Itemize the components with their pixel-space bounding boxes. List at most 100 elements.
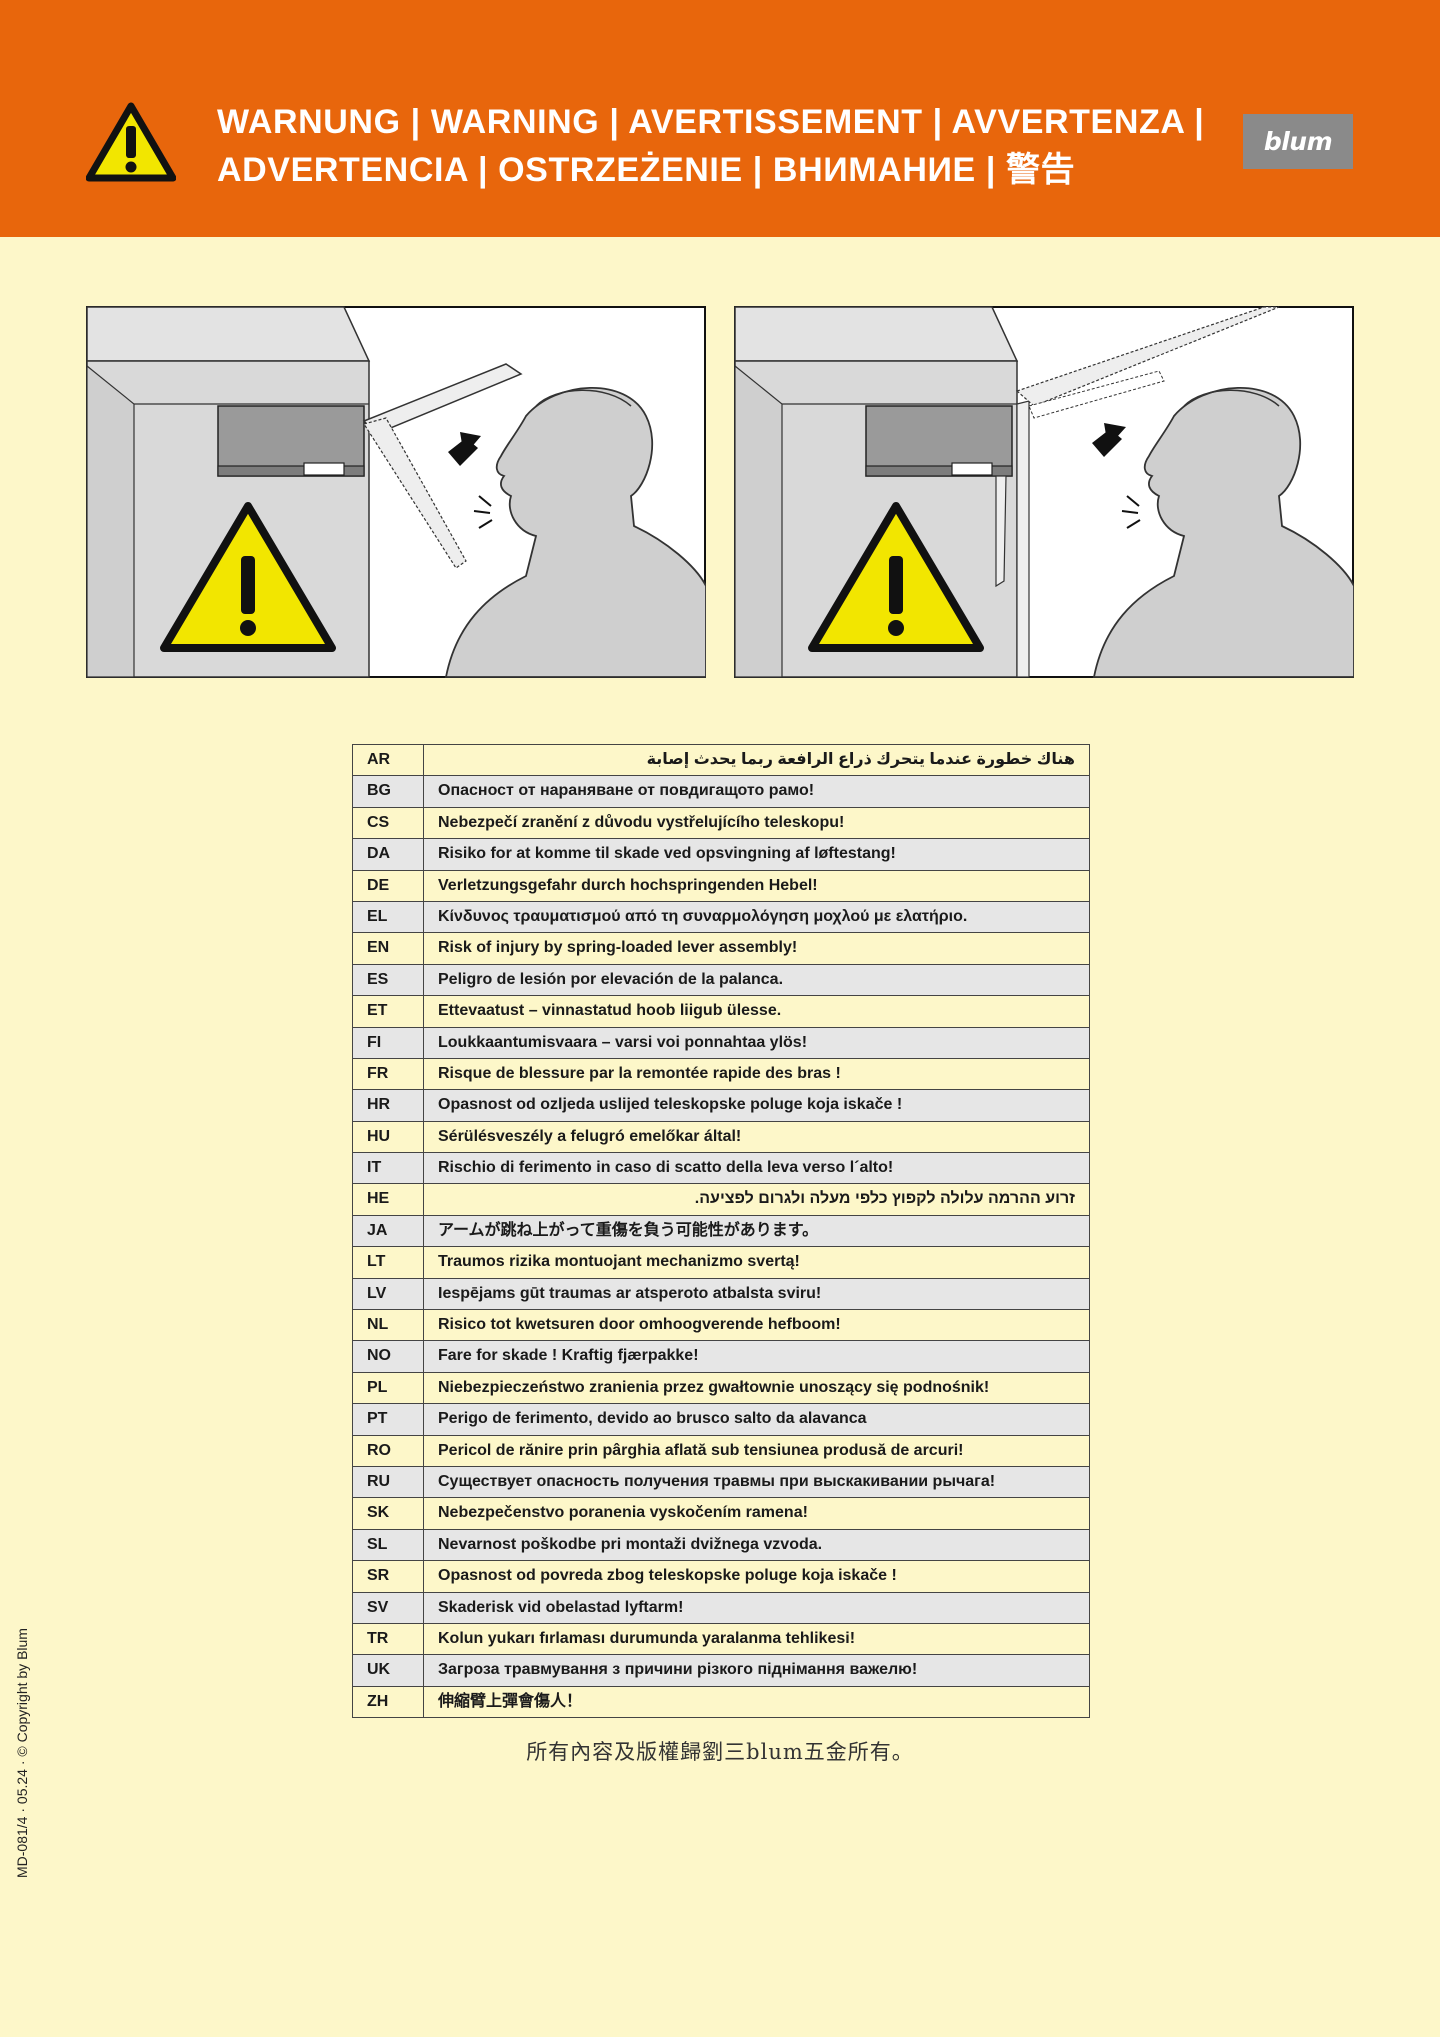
warning-text: Загроза травмування з причини різкого пі… — [438, 1661, 918, 1679]
warning-text: Sérülésveszély a felugró emelőkar által! — [438, 1127, 742, 1145]
table-row: CS Nebezpečí zranění z důvodu vystřelujíc… — [353, 807, 1089, 840]
language-code: PL — [353, 1372, 424, 1404]
language-code: SV — [353, 1592, 424, 1623]
copyright-chinese: 所有內容及版權歸劉三blum五金所有。 — [526, 1740, 914, 1764]
warning-text: Risk of injury by spring-loaded lever as… — [438, 939, 798, 957]
language-code: SK — [353, 1498, 424, 1529]
illustration-lever-detached — [734, 306, 1354, 678]
table-row: SV Skaderisk vid obelastad lyftarm! — [353, 1592, 1089, 1624]
warning-text: Nebezpečenstvo poranenia vyskočením rame… — [438, 1504, 808, 1522]
table-row: RO Pericol de rănire prin pârghia aflată … — [353, 1435, 1089, 1467]
warning-text: Ettevaatust – vinnastatud hoob liigub ül… — [438, 1002, 782, 1020]
warning-title: WARNUNG | WARNING | AVERTISSEMENT | AVVE… — [217, 98, 1204, 194]
warning-text: Nevarnost poškodbe pri montaži dvižnega … — [438, 1535, 823, 1553]
warning-text: Fare for skade ! Kraftig fjærpakke! — [438, 1347, 699, 1365]
warning-text: هناك خطورة عندما يتحرك ذراع الرافعة ربما… — [646, 751, 1075, 768]
language-code: DE — [353, 870, 424, 901]
table-row: HE זרוע ההרמה עלולה לקפוץ כלפי מעלה ולגרו… — [353, 1184, 1089, 1216]
language-code: HR — [353, 1090, 424, 1121]
header-banner: WARNUNG | WARNING | AVERTISSEMENT | AVVE… — [0, 0, 1440, 237]
language-code: ES — [353, 964, 424, 996]
warning-triangle-icon — [808, 502, 984, 652]
warning-text: Perigo de ferimento, devido ao brusco sa… — [438, 1410, 867, 1428]
table-row: ZH 伸縮臂上彈會傷人！ — [353, 1686, 1089, 1719]
warning-text: Verletzungsgefahr durch hochspringenden … — [438, 876, 818, 894]
warning-text: Risque de blessure par la remontée rapid… — [438, 1064, 841, 1082]
language-code: EN — [353, 933, 424, 964]
table-row: RU Существует опасность получения травмы … — [353, 1466, 1089, 1499]
language-code: JA — [353, 1215, 424, 1247]
warning-triangle-icon — [160, 502, 336, 652]
warning-text: Opasnost od povreda zbog teleskopske pol… — [438, 1567, 897, 1585]
language-code: UK — [353, 1655, 424, 1686]
language-code: RU — [353, 1466, 424, 1498]
warning-text: Peligro de lesión por elevación de la pa… — [438, 970, 784, 988]
warning-text: Κίνδυνος τραυματισμού από τη συναρμολόγη… — [438, 907, 968, 925]
table-row: EL Κίνδυνος τραυματισμού από τη συναρμολό… — [353, 901, 1089, 934]
language-code: FI — [353, 1027, 424, 1058]
table-row: FR Risque de blessure par la remontée rap… — [353, 1058, 1089, 1091]
table-row: HU Sérülésveszély a felugró emelőkar álta… — [353, 1121, 1089, 1154]
language-code: CS — [353, 807, 424, 839]
warning-text: Loukkaantumisvaara – varsi voi ponnahtaa… — [438, 1033, 808, 1051]
language-code: LV — [353, 1278, 424, 1310]
table-row: AR هناك خطورة عندما يتحرك ذراع الرافعة رب… — [353, 745, 1089, 777]
language-code: IT — [353, 1153, 424, 1184]
table-row: ES Peligro de lesión por elevación de la … — [353, 964, 1089, 997]
table-row: IT Rischio di ferimento in caso di scatto… — [353, 1153, 1089, 1185]
language-code: SR — [353, 1561, 424, 1592]
warning-text: Iespējams gūt traumas ar atsperoto atbal… — [438, 1284, 822, 1302]
warning-text: Niebezpieczeństwo zranienia przez gwałto… — [438, 1378, 990, 1396]
warning-text: Kolun yukarı fırlaması durumunda yaralan… — [438, 1629, 856, 1647]
warning-title-line-1: WARNUNG | WARNING | AVERTISSEMENT | AVVE… — [217, 103, 1205, 141]
table-row: FI Loukkaantumisvaara – varsi voi ponnaht… — [353, 1027, 1089, 1059]
table-row: NO Fare for skade ! Kraftig fjærpakke! — [353, 1341, 1089, 1373]
language-code: HU — [353, 1121, 424, 1153]
table-row: PT Perigo de ferimento, devido ao brusco … — [353, 1404, 1089, 1436]
table-row: JA アームが跳ね上がって重傷を負う可能性があります。 — [353, 1215, 1089, 1248]
table-row: DA Risiko for at komme til skade ved opsv… — [353, 839, 1089, 871]
table-row: BG Опасност от нараняване от повдигащото … — [353, 776, 1089, 808]
warning-text: 伸縮臂上彈會傷人！ — [438, 1692, 583, 1710]
language-code: ZH — [353, 1686, 424, 1718]
illustration-lever-swing-up — [86, 306, 706, 678]
language-code: TR — [353, 1623, 424, 1655]
warning-title-line-2: ADVERTENCIA | OSTRZEŻENIE | ВНИМАНИЕ | 警… — [217, 151, 1076, 189]
language-code: PT — [353, 1404, 424, 1435]
table-row: DE Verletzungsgefahr durch hochspringende… — [353, 870, 1089, 902]
language-code: AR — [353, 745, 424, 776]
language-code: HE — [353, 1184, 424, 1215]
language-code: RO — [353, 1435, 424, 1466]
warning-text: Опасност от нараняване от повдигащото ра… — [438, 782, 815, 800]
language-code: ET — [353, 996, 424, 1027]
language-code: FR — [353, 1058, 424, 1090]
language-code: BG — [353, 776, 424, 807]
language-code: LT — [353, 1247, 424, 1278]
warning-text: Rischio di ferimento in caso di scatto d… — [438, 1159, 894, 1177]
warning-text: Risico tot kwetsuren door omhoogverende … — [438, 1316, 841, 1334]
table-row: PL Niebezpieczeństwo zranienia przez gwał… — [353, 1372, 1089, 1405]
warning-text: Nebezpečí zranění z důvodu vystřelujícíh… — [438, 813, 845, 831]
multilingual-warning-table: AR هناك خطورة عندما يتحرك ذراع الرافعة رب… — [352, 744, 1090, 1719]
table-row: SR Opasnost od povreda zbog teleskopske p… — [353, 1561, 1089, 1593]
table-row: SK Nebezpečenstvo poranenia vyskočením ra… — [353, 1498, 1089, 1530]
warning-text: Pericol de rănire prin pârghia aflată su… — [438, 1441, 964, 1459]
warning-text: Skaderisk vid obelastad lyftarm! — [438, 1598, 684, 1616]
table-row: LV Iespējams gūt traumas ar atsperoto atb… — [353, 1278, 1089, 1311]
language-code: DA — [353, 839, 424, 870]
table-row: TR Kolun yukarı fırlaması durumunda yaral… — [353, 1623, 1089, 1656]
warning-text: アームが跳ね上がって重傷を負う可能性があります。 — [438, 1221, 819, 1239]
table-row: ET Ettevaatust – vinnastatud hoob liigub … — [353, 996, 1089, 1028]
document-code-copyright: MD-081/4 · 05.24 · © Copyright by Blum — [14, 1628, 30, 1878]
warning-text: Risiko for at komme til skade ved opsvin… — [438, 845, 896, 863]
warning-text: זרוע ההרמה עלולה לקפוץ כלפי מעלה ולגרום … — [694, 1190, 1075, 1208]
language-code: NO — [353, 1341, 424, 1372]
table-row: EN Risk of injury by spring-loaded lever … — [353, 933, 1089, 965]
blum-logo: blum — [1243, 114, 1353, 169]
table-row: UK Загроза травмування з причини різкого … — [353, 1655, 1089, 1687]
language-code: EL — [353, 901, 424, 933]
warning-text: Существует опасность получения травмы пр… — [438, 1472, 996, 1490]
